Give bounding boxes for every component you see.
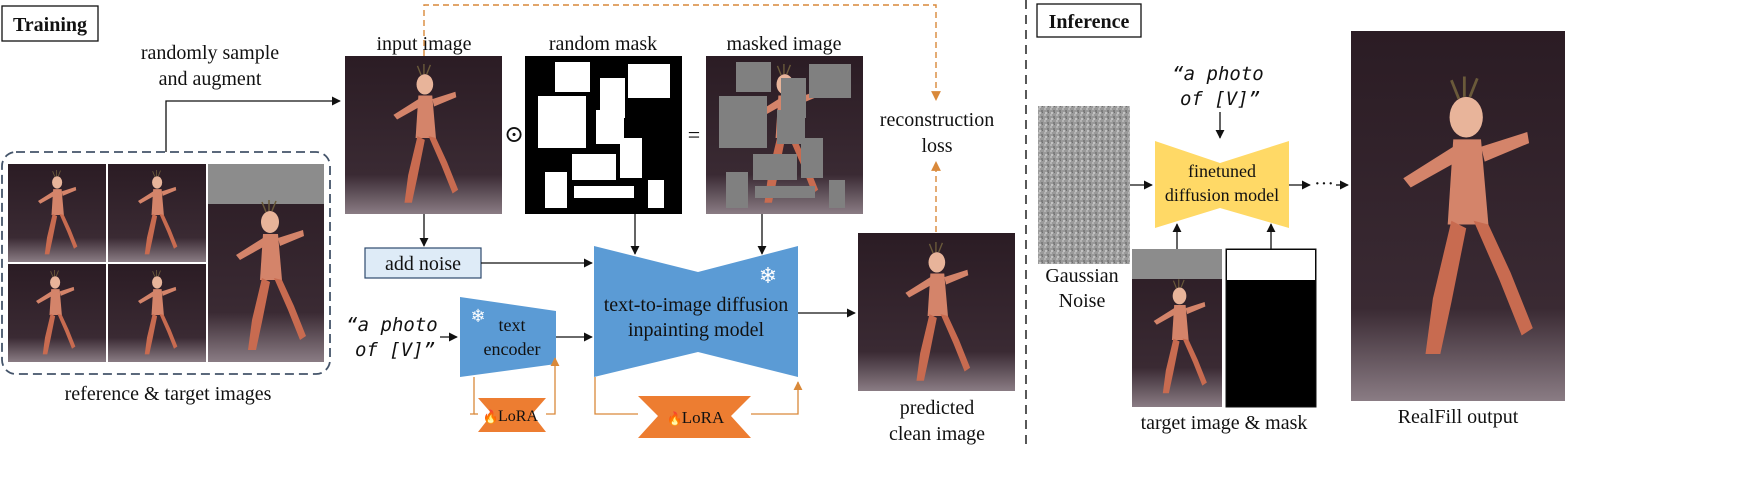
realfill-output-image: [1351, 31, 1565, 401]
reference-images-group: [1, 151, 331, 375]
inference-target-image: [1132, 249, 1222, 407]
random-mask: [525, 56, 682, 214]
ellipsis-label: ···: [1314, 173, 1334, 195]
inpainting-model-label-line1: text-to-image diffusion: [604, 294, 789, 316]
predicted-label-line2: clean image: [889, 423, 985, 445]
training-label-box: [1, 5, 99, 42]
reference-photo-1: [8, 164, 106, 262]
model-lora-label: LoRA: [682, 408, 725, 427]
inference-mask-image: [1225, 248, 1317, 408]
reference-photo-4: [108, 264, 206, 362]
sample-label-line1: randomly sample: [141, 42, 279, 64]
training-prompt-line2: of [V]”: [355, 339, 435, 361]
inference-section-label: Inference: [1049, 11, 1130, 33]
add-noise-box: [364, 247, 482, 279]
training-section-label: Training: [13, 14, 87, 36]
encoder-lora-fire-icon: 🔥: [483, 409, 499, 424]
encoder-lora-label: LoRA: [498, 408, 538, 425]
noise-label-line1: Gaussian: [1045, 265, 1118, 287]
text-encoder-snow-icon: ❄: [470, 306, 485, 326]
masked-image-label: masked image: [727, 33, 842, 55]
gaussian-noise-image: [1038, 106, 1130, 264]
target-photo: [208, 164, 324, 362]
reference-photo-3: [8, 264, 106, 362]
reference-images-label: reference & target images: [65, 383, 272, 405]
text-encoder-label-line2: encoder: [484, 339, 541, 359]
inference-section: Inference Gaussian Noise “a photo of [V]…: [1036, 3, 1565, 434]
text-encoder-label-line1: text: [499, 315, 526, 335]
inpainting-model-block: [594, 246, 798, 377]
model-lora-block: [638, 396, 751, 438]
encoder-lora-block: [478, 398, 546, 432]
output-label: RealFill output: [1398, 406, 1519, 428]
random-mask-label: random mask: [549, 33, 657, 55]
finetuned-label-line2: diffusion model: [1165, 185, 1279, 205]
finetuned-label-line1: finetuned: [1188, 161, 1256, 181]
inference-prompt-line2: of [V]”: [1180, 88, 1260, 110]
masked-image: [706, 56, 863, 214]
elementwise-product-symbol: ⊙: [504, 122, 524, 148]
inpainting-model-label-line2: inpainting model: [628, 319, 765, 341]
inpainting-model-snow-icon: ❄: [759, 263, 777, 288]
encoder-lora-in-line: [470, 377, 475, 415]
equals-symbol: =: [688, 122, 700, 147]
encoder-lora-out-arrow: [546, 357, 560, 415]
training-prompt-line1: “a photo: [346, 314, 438, 336]
text-encoder-block: [460, 297, 556, 377]
sample-label-line2: and augment: [159, 68, 262, 90]
predicted-clean-image: [858, 233, 1015, 391]
loss-feedback-arrow: [423, 4, 941, 101]
training-section: Training randomly sample and augment ref…: [1, 4, 1015, 445]
input-image: [345, 56, 502, 214]
add-noise-label: add noise: [385, 253, 461, 275]
reconstruction-loss-line1: reconstruction: [880, 109, 994, 131]
inference-label-box: [1036, 3, 1142, 38]
reference-photo-2: [108, 164, 206, 262]
target-mask-label: target image & mask: [1141, 412, 1308, 434]
sample-arrow: [165, 96, 341, 152]
noise-label-line2: Noise: [1059, 290, 1106, 312]
reconstruction-loss-line2: loss: [921, 135, 952, 157]
model-lora-out-arrow: [751, 381, 803, 415]
finetuned-model-block: [1155, 141, 1289, 228]
model-lora-in-line: [594, 377, 638, 415]
predicted-label-line1: predicted: [900, 397, 974, 419]
inference-prompt-line1: “a photo: [1172, 63, 1264, 85]
model-lora-fire-icon: 🔥: [667, 411, 683, 426]
